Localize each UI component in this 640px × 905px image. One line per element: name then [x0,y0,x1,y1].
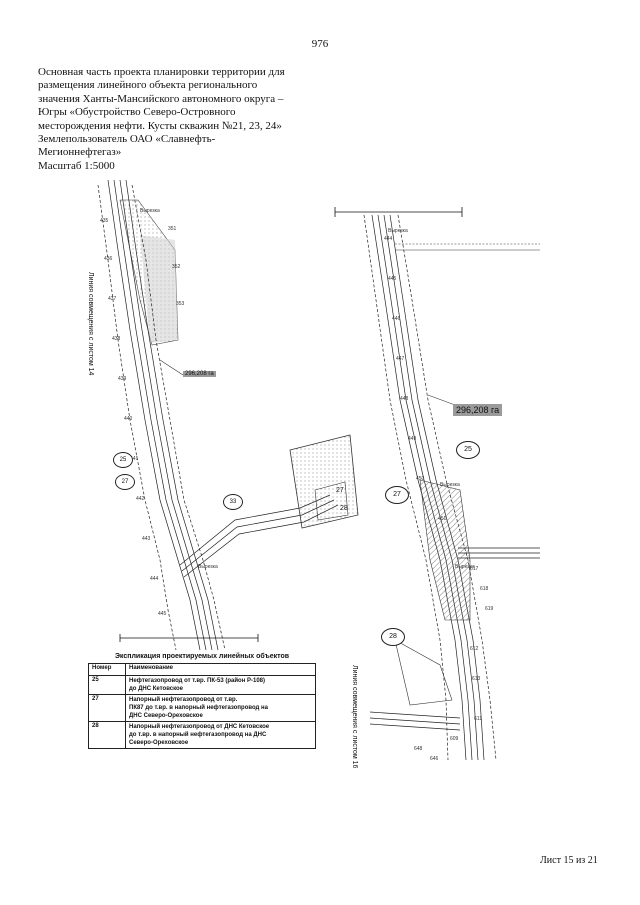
connection-line-label-right: Линия совмещения с листом 16 [351,665,358,769]
legend-row-number: 28 [88,721,126,749]
scale-line: Масштаб 1:5000 [38,159,115,172]
svg-text:442: 442 [136,496,145,502]
svg-text:613: 613 [472,676,481,682]
svg-text:618: 618 [480,586,489,592]
branch-pipeline [458,547,540,559]
svg-text:351: 351 [168,226,177,232]
svg-text:Вырезка: Вырезка [440,482,460,488]
svg-text:612: 612 [470,646,479,652]
heading-line: размещения линейного объекта регионально… [38,79,258,92]
pad-label: 28 [340,505,348,512]
svg-text:436: 436 [104,256,113,262]
heading-line: Мегионнефтегаз» [38,146,122,159]
legend-table: Номер Наименование 25 Нефтегазопровод от… [88,663,316,749]
pad-inner [314,481,349,521]
svg-text:450: 450 [416,476,425,482]
svg-text:451: 451 [438,516,447,522]
svg-text:443: 443 [142,536,151,542]
object-circle-33-left: 33 [223,494,243,510]
svg-text:Вырезка: Вырезка [455,564,475,570]
junction-area [419,479,471,621]
svg-text:448: 448 [400,396,409,402]
object-circle-27-left: 27 [115,474,135,490]
svg-text:617: 617 [470,566,479,572]
legend-row-number: 25 [88,675,126,695]
svg-text:435: 435 [100,218,109,224]
object-circle-28-right: 28 [381,628,405,646]
heading-line: Землепользователь ОАО «Славнефть- [38,133,216,146]
svg-text:648: 648 [414,746,423,752]
pipeline-corridor [97,179,226,651]
heading-line: Основная часть проекта планировки террит… [38,66,285,78]
svg-text:611: 611 [474,716,482,722]
legend-row-line: до т.вр. в напорный нефтегазопровод на Д… [129,732,267,738]
legend-row: 25 Нефтегазопровод от т.вр. ПК-53 (район… [88,675,316,695]
legend-header-number: Номер [88,663,126,676]
area-leader [427,394,456,406]
legend-row-line: Напорный нефтегазопровод от ДНС Кетовско… [129,724,270,730]
area-label-left: 296,208 га [183,371,216,377]
svg-text:444: 444 [150,576,159,582]
top-road [395,243,540,251]
svg-text:440: 440 [124,416,133,422]
point-labels: 435 436 437 438 439 440 441 442 443 444 445 351… [100,208,218,617]
boundary-line [394,639,453,706]
svg-text:Вырезка: Вырезка [388,228,408,234]
heading-line: месторождения нефти. Кусты скважин №21, … [38,119,282,132]
object-circle-25-right: 25 [456,441,480,459]
svg-text:445: 445 [388,276,397,282]
object-circle-25-left: 25 [113,452,133,468]
svg-text:437: 437 [108,296,117,302]
svg-text:646: 646 [430,756,439,762]
area-label-right: 296,208 га [453,404,503,416]
area-leader [159,359,184,376]
document-heading: Основная часть проекта планировки террит… [38,66,328,173]
legend-row-line: Северо-Ореховское [129,740,189,746]
legend-header-row: Номер Наименование [88,663,316,676]
legend-header-name: Наименование [125,663,316,676]
legend-row-name: Нефтегазопровод от т.вр. ПК-53 (район Р-… [125,675,316,695]
svg-text:439: 439 [118,376,127,382]
svg-text:619: 619 [485,606,494,612]
svg-text:446: 446 [392,316,401,322]
legend-row-line: до ДНС Кетовское [129,686,183,692]
branch-pipeline [369,711,461,731]
svg-text:449: 449 [408,436,417,442]
svg-text:353: 353 [176,301,185,307]
legend-row-line: Нефтегазопровод от т.вр. ПК-53 (район Р-… [129,678,266,684]
svg-text:441: 441 [130,456,139,462]
svg-text:438: 438 [112,336,121,342]
legend-title: Экспликация проектируемых линейных объек… [114,653,290,660]
svg-text:447: 447 [396,356,405,362]
heading-line: Югры «Обустройство Северо-Островного [38,106,236,119]
connection-line-label-left: Линия совмещения с листом 14 [87,272,94,376]
legend-row-line: ДНС Северо-Ореховское [129,713,203,719]
sheet-footer: Лист 15 из 21 [540,855,598,866]
shaded-area [140,235,178,343]
svg-text:445: 445 [158,611,167,617]
legend-row-name: Напорный нефтегазопровод от т.вр. ПК87 д… [125,694,316,722]
object-circle-27-right: 27 [385,486,409,504]
svg-text:Вырезка: Вырезка [198,564,218,570]
svg-text:352: 352 [172,264,181,270]
legend-row-name: Напорный нефтегазопровод от ДНС Кетовско… [125,721,316,749]
heading-line: значения Ханты-Мансийского автономного о… [38,92,284,105]
legend-row: 27 Напорный нефтегазопровод от т.вр. ПК8… [88,694,316,722]
page-number: 976 [311,38,329,50]
svg-text:609: 609 [450,736,459,742]
legend-row-number: 27 [88,694,126,722]
legend-row-line: Напорный нефтегазопровод от т.вр. [129,697,238,703]
svg-text:444: 444 [384,236,393,242]
legend-row-line: ПК87 до т.вр. в напорный нефтегазопровод… [129,705,268,711]
well-pad [289,434,359,529]
svg-text:Вырезка: Вырезка [140,208,160,214]
pad-label: 27 [336,487,344,494]
legend: Экспликация проектируемых линейных объек… [88,653,316,749]
legend-row: 28 Напорный нефтегазопровод от ДНС Кетов… [88,721,316,749]
